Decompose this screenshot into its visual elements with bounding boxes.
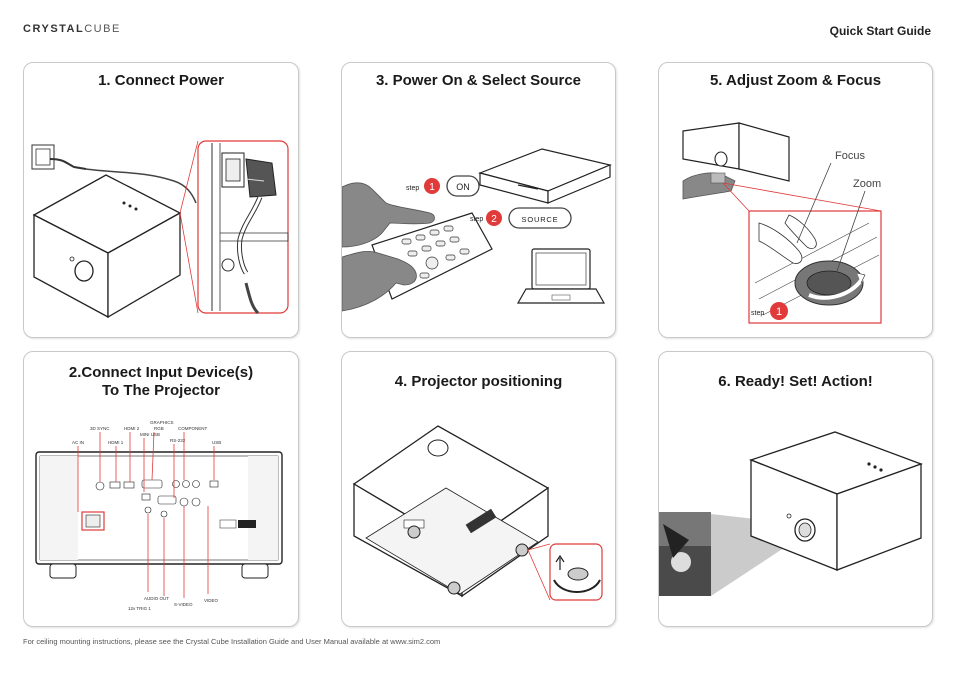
on-button-label: ON (456, 182, 470, 192)
logo-thin-text: CUBE (84, 23, 121, 35)
step-title: 1. Connect Power (98, 72, 224, 89)
brand-logo: CRYSTALCUBE (23, 23, 121, 35)
remote-illustration: ON SOURCE step 1 step 2 (342, 148, 612, 312)
step-word: step (406, 185, 419, 192)
step-title: 6. Ready! Set! Action! (718, 373, 873, 390)
step-title: 4. Projector positioning (394, 373, 563, 390)
rgb-label: RGB (154, 426, 164, 431)
rear-panel-illustration: GRAPHICS RGB 3D SYNC HDMI 2 COMPONENT MI… (35, 420, 283, 611)
guide-title: Quick Start Guide (829, 24, 931, 38)
focus-label: Focus (835, 150, 865, 162)
zoom-focus-illustration: Focus Zoom step 1 (682, 122, 882, 324)
component-label: COMPONENT (178, 426, 208, 431)
step-card-ready: 6. Ready! Set! Action! (658, 351, 933, 627)
step2-number: 2 (491, 214, 497, 225)
step-card-connect-inputs: 2.Connect Input Device(s) To The Project… (23, 351, 299, 627)
step-card-power-on: 3. Power On & Select Source (341, 62, 616, 338)
step-title-line1: 2.Connect Input Device(s) (68, 364, 254, 381)
video-label: VIDEO (204, 598, 219, 603)
step-title: 3. Power On & Select Source (375, 72, 582, 89)
zoom-label: Zoom (853, 178, 881, 190)
projection-illustration (659, 431, 923, 596)
logo-bold-text: CRYSTAL (23, 23, 85, 35)
svideo-label: S-VIDEO (174, 602, 193, 607)
hdmi2-label: HDMI 2 (124, 426, 140, 431)
zoom-step-number: 1 (776, 306, 782, 318)
footer-note: For ceiling mounting instructions, pleas… (23, 637, 441, 646)
step-word: step (751, 310, 764, 317)
audio-out-label: AUDIO OUT (144, 596, 169, 601)
step-card-positioning: 4. Projector positioning (341, 351, 616, 627)
step-title-line2: To The Projector (101, 382, 221, 399)
step-card-zoom-focus: 5. Adjust Zoom & Focus Focus Zoom (658, 62, 933, 338)
ac-in-label: AC IN (72, 440, 84, 445)
power-illustration (31, 140, 289, 319)
step1-number: 1 (429, 182, 435, 193)
step-title: 5. Adjust Zoom & Focus (709, 72, 882, 89)
sync3d-label: 3D SYNC (90, 426, 110, 431)
source-button-label: SOURCE (522, 215, 559, 224)
positioning-illustration (352, 425, 603, 601)
trig-label: 12v TRIG 1 (128, 606, 151, 611)
mini-usb-label: MINI USB (140, 432, 160, 437)
hdmi1-label: HDMI 1 (108, 440, 124, 445)
step-card-connect-power: 1. Connect Power (23, 62, 299, 338)
rs232-label: RS-232 (170, 438, 186, 443)
step-word: step (470, 216, 483, 223)
graphics-label: GRAPHICS (150, 420, 174, 425)
usb-label: USB (212, 440, 221, 445)
